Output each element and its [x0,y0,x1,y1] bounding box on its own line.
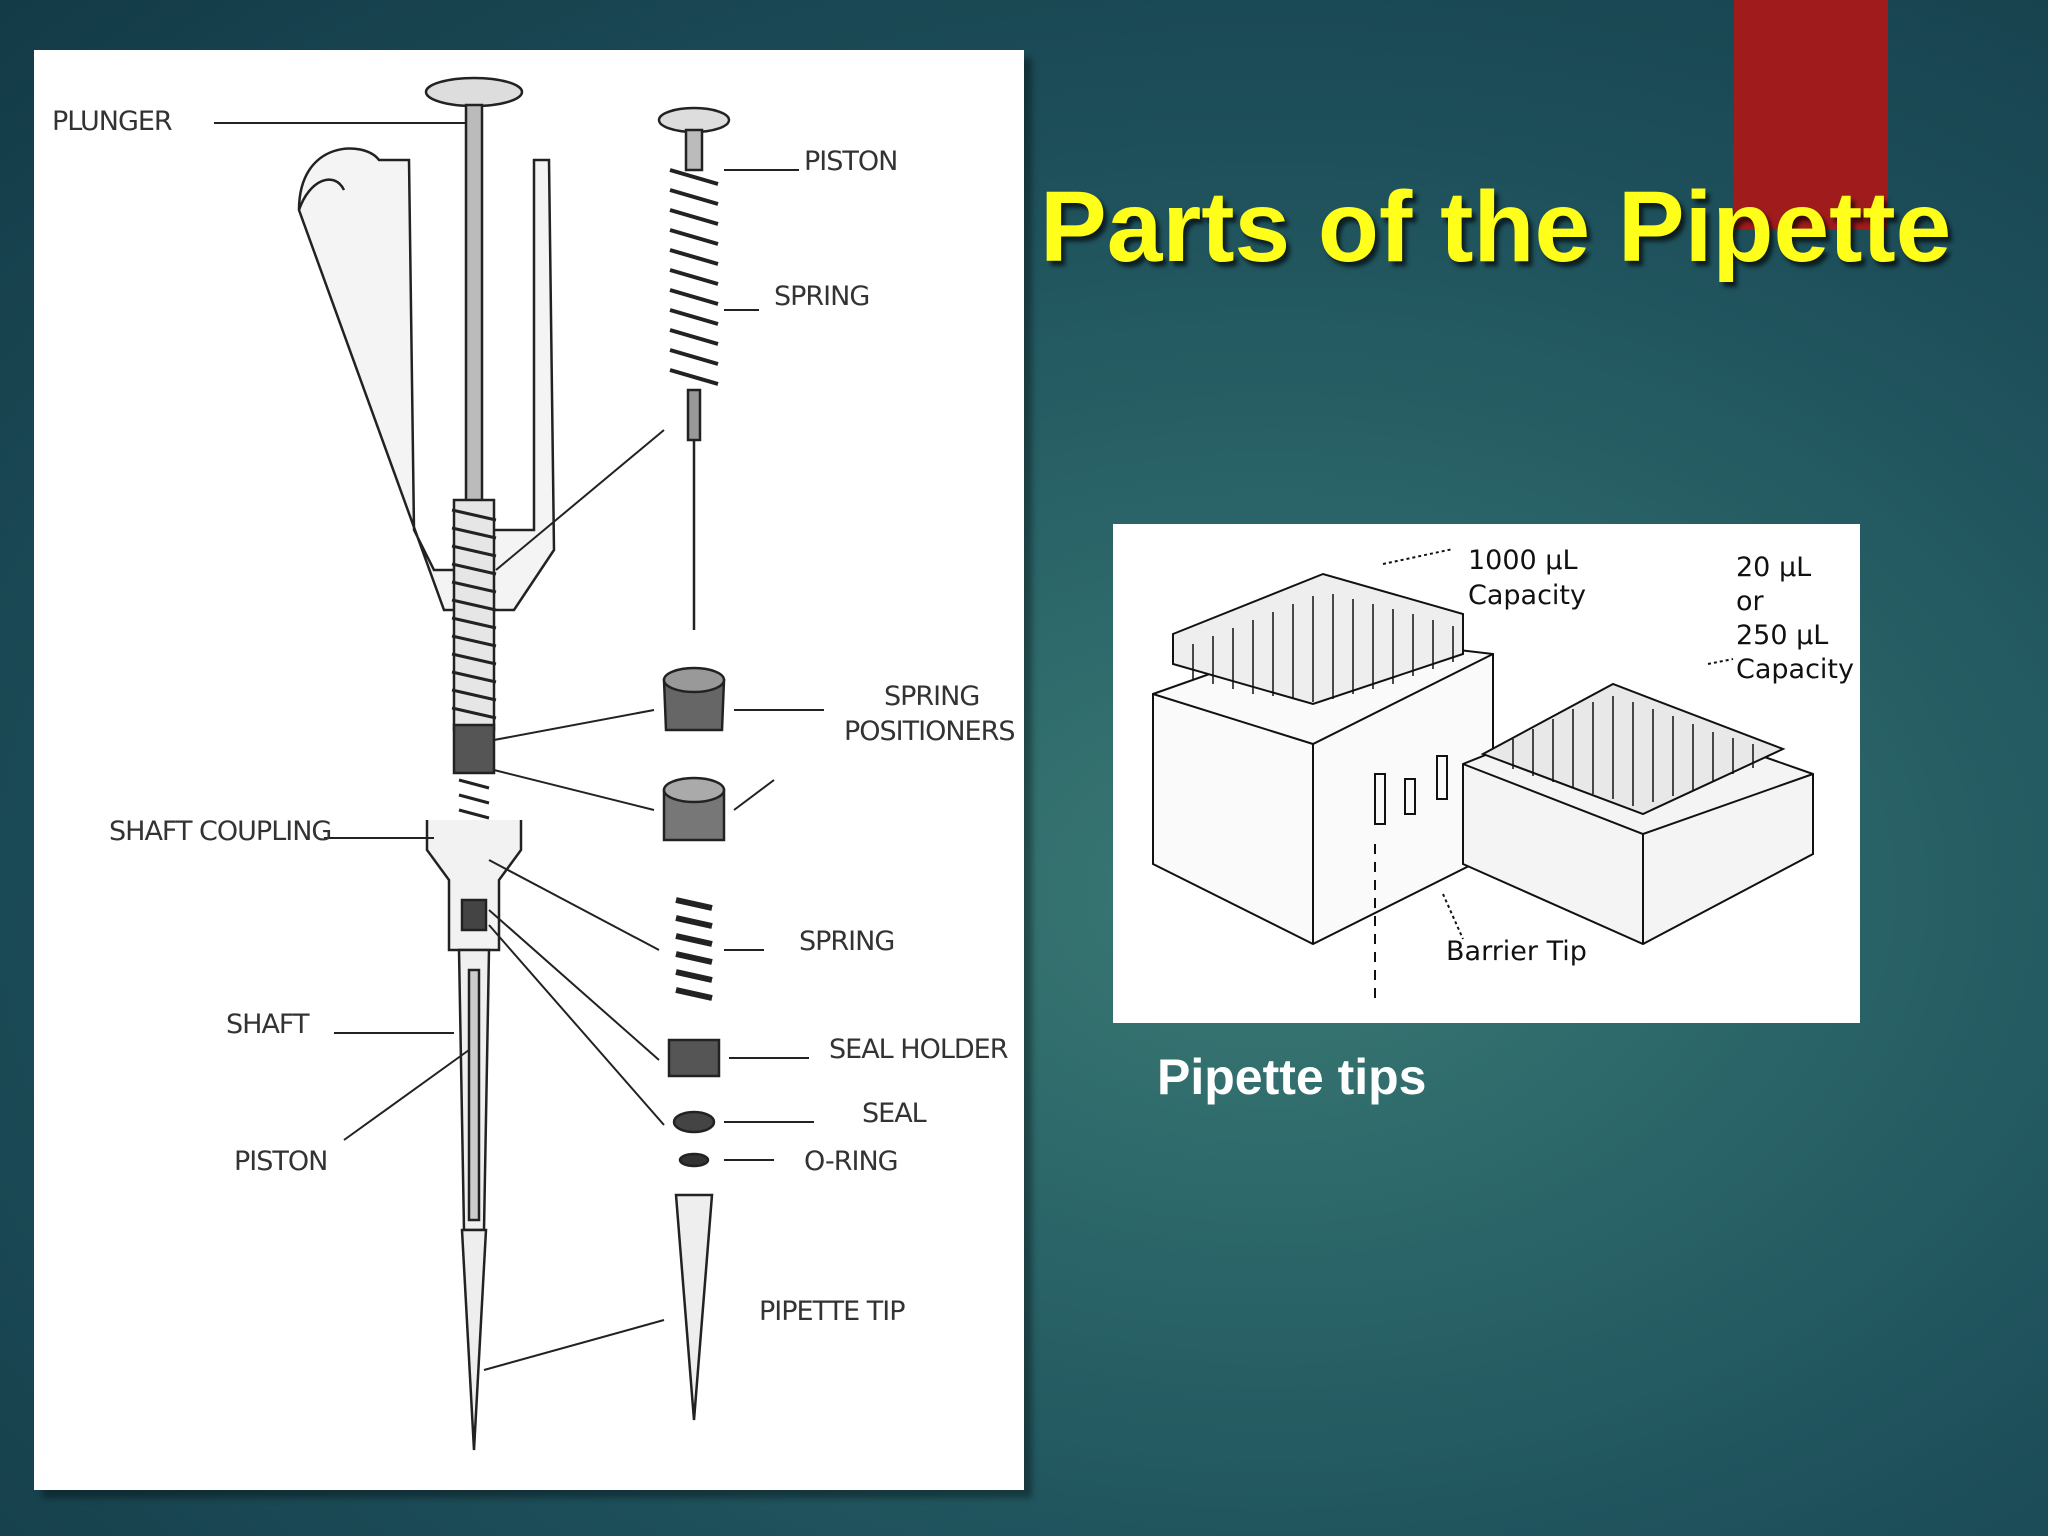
label-barrier-tip: Barrier Tip [1446,936,1587,967]
accent-bar [1734,0,1888,230]
label-spring-bottom: SPRING [799,926,894,957]
label-1000-ul: 1000 µL [1468,545,1578,576]
label-plunger: PLUNGER [52,106,172,137]
pipette-tips-caption: Pipette tips [1157,1049,1427,1105]
pipette-tips-image: 1000 µL Capacity 20 µL or 250 µL Capacit… [1113,524,1860,1023]
label-pipette-tip: PIPETTE TIP [759,1296,905,1327]
label-1000-capacity: Capacity [1468,580,1586,611]
label-spring-top: SPRING [774,281,869,312]
label-shaft-coupling: SHAFT COUPLING [109,816,331,847]
label-shaft: SHAFT [226,1009,310,1040]
slide-title: Parts of the Pipette [1040,171,1952,283]
label-piston-left: PISTON [234,1146,327,1177]
pipette-diagram: PLUNGER SHAFT COUPLING SHAFT PISTON PIST… [34,50,1024,1490]
label-piston-right: PISTON [804,146,897,177]
label-250-capacity: Capacity [1736,654,1854,685]
label-or: or [1736,586,1765,617]
pipette-drawing: PLUNGER SHAFT COUPLING SHAFT PISTON PIST… [52,76,1016,1451]
label-seal-holder: SEAL HOLDER [829,1034,1008,1065]
tip-boxes-drawing: 1000 µL Capacity 20 µL or 250 µL Capacit… [1152,545,1854,1004]
label-spring-positioners-2: POSITIONERS [844,716,1015,747]
label-250-ul: 250 µL [1736,620,1828,651]
label-o-ring: O-RING [804,1146,898,1177]
label-spring-positioners-1: SPRING [884,681,979,712]
label-seal: SEAL [862,1098,927,1129]
label-20-ul: 20 µL [1736,552,1811,583]
